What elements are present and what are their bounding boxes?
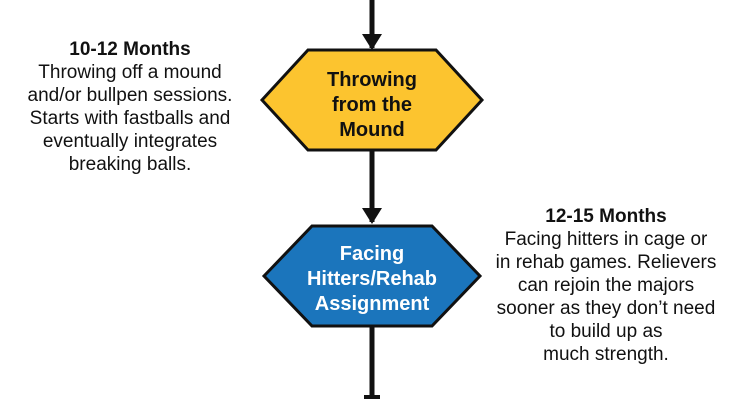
arrowhead-into-throwing (362, 34, 382, 50)
node-label-throwing: Throwing from the Mound (300, 68, 444, 143)
note-line: eventually integrates (42, 131, 218, 152)
note-line: in rehab games. Relievers (495, 252, 717, 273)
node-throwing-from-the-mound (259, 48, 485, 152)
note-line: Starts with fastballs and (29, 108, 231, 129)
note-line: and/or bullpen sessions. (27, 85, 233, 106)
note-line: to build up as (549, 321, 663, 342)
note-line: much strength. (543, 344, 669, 365)
note-line: can rejoin the majors (517, 275, 695, 296)
node-label-line: Hitters/Rehab (306, 268, 438, 290)
note-line: Facing hitters in cage or (504, 229, 708, 250)
node-label-line: from the (332, 94, 412, 116)
note-title: 10-12 Months (69, 39, 191, 60)
note-12-15-months: 12-15 Months Facing hitters in cage or i… (472, 205, 740, 366)
note-title: 12-15 Months (545, 206, 667, 227)
node-label-line: Throwing (327, 69, 417, 91)
note-10-12-months: 10-12 Months Throwing off a mound and/or… (2, 38, 258, 176)
node-label-line: Mound (339, 119, 405, 141)
arrowhead-into-facing (362, 208, 382, 224)
note-line: Throwing off a mound (38, 62, 222, 83)
node-label-line: Facing (339, 243, 405, 265)
node-label-line: Assignment (314, 293, 430, 315)
node-label-facing: Facing Hitters/Rehab Assignment (282, 242, 462, 317)
node-facing-hitters-rehab-assignment (261, 224, 483, 328)
note-line: breaking balls. (68, 154, 192, 175)
note-line: sooner as they don’t need (496, 298, 716, 319)
